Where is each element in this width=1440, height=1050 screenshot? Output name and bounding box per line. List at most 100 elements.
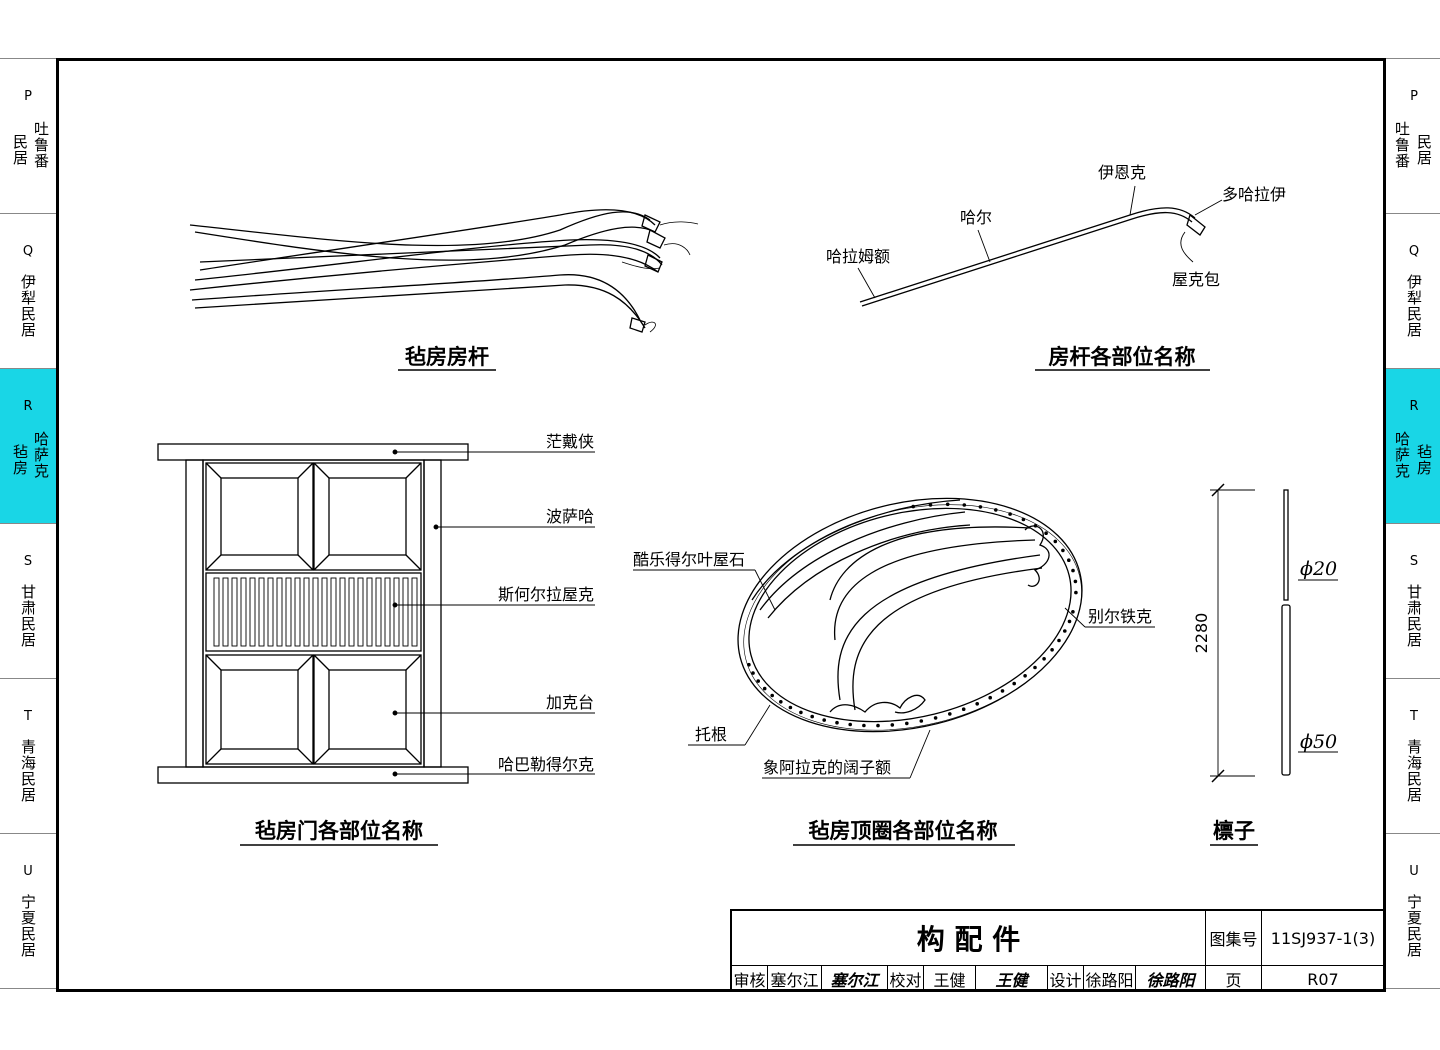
ring-rivet	[1042, 657, 1046, 661]
door-slat	[294, 577, 301, 647]
tab-letter: R	[1409, 399, 1419, 414]
atlas-label: 图集号	[1206, 911, 1262, 965]
ring-rivet	[762, 686, 767, 691]
ring-rivet	[1012, 681, 1016, 686]
ring-rivet	[1021, 517, 1026, 522]
tab-letter: P	[1410, 89, 1418, 104]
tab-letter: S	[1409, 554, 1419, 569]
tab-label: 青海民居	[1405, 739, 1423, 803]
door-slat	[285, 577, 292, 647]
designer-signature: 徐路阳	[1136, 966, 1206, 992]
ring-rivet	[945, 502, 950, 507]
tab-letter: R	[23, 399, 33, 414]
ring-rivet	[1057, 638, 1061, 643]
door-slat	[312, 577, 319, 647]
tab-label: 甘肃民居	[1405, 584, 1423, 648]
section-tab-q[interactable]: Q 伊犁民居	[0, 214, 56, 369]
tab-label: 青海民居	[19, 739, 37, 803]
label-kule: 酷乐得尔叶屋石	[633, 550, 745, 569]
ring-rivet	[810, 714, 814, 719]
ring-rivet	[978, 505, 983, 509]
checker-signature: 王健	[976, 966, 1048, 992]
pole-parts-drawing	[857, 185, 1223, 307]
review-label: 审核	[732, 966, 768, 992]
tab-label: 宁夏民居	[1405, 894, 1423, 958]
door-slat	[411, 577, 418, 647]
label-haer: 哈尔	[960, 208, 992, 227]
tab-letter: Q	[22, 244, 34, 259]
tab-letter: Q	[1408, 244, 1420, 259]
ring-rivet	[1071, 610, 1075, 614]
ring-rivet	[1008, 512, 1012, 516]
door-slat	[357, 577, 364, 647]
ring-rivet	[747, 662, 751, 667]
door-slat	[258, 577, 265, 647]
ring-rivet	[788, 705, 793, 710]
ring-rivet	[928, 503, 933, 507]
tab-label: 伊犁民居	[19, 274, 37, 338]
ring-rivet	[1033, 524, 1038, 528]
label-haba: 哈巴勒得尔克	[498, 755, 594, 774]
ring-rivet	[994, 508, 998, 512]
reviewer-signature: 塞尔江	[822, 966, 888, 992]
door-slat	[321, 577, 328, 647]
ring-rivet	[751, 671, 755, 675]
label-mangdaixia: 茫戴侠	[546, 432, 594, 451]
ring-rivet	[1000, 689, 1005, 693]
purlin-title: 檩子	[1213, 819, 1255, 843]
tab-label-a: 哈萨克	[1393, 431, 1411, 479]
door-slat	[384, 577, 391, 647]
door-slat	[303, 577, 310, 647]
tab-label-b: 民居	[1415, 134, 1433, 166]
section-tab-r[interactable]: R 哈萨克毡房	[1386, 369, 1440, 524]
tab-label-b: 吐鲁番	[32, 121, 50, 169]
ring-rivet	[905, 721, 909, 726]
purlin-diameter-bottom: ϕ50	[1300, 731, 1337, 753]
door-drawing	[157, 443, 595, 784]
pole-parts-title: 房杆各部位名称	[1049, 345, 1196, 369]
label-tuogen: 托根	[695, 725, 727, 744]
label-halamue: 哈拉姆额	[826, 247, 890, 266]
ring-rivet	[933, 716, 938, 720]
tab-label-b: 毡房	[1415, 444, 1433, 476]
door-slat	[240, 577, 247, 647]
door-title: 毡房门各部位名称	[254, 819, 423, 843]
ring-rivet	[1033, 665, 1037, 670]
ring-rivet	[1023, 674, 1027, 678]
check-label: 校对	[888, 966, 924, 992]
label-duohalayi: 多哈拉伊	[1222, 185, 1286, 204]
ring-rivet	[1067, 619, 1072, 624]
ring-rivet	[862, 723, 866, 728]
section-tab-q[interactable]: Q 伊犁民居	[1386, 214, 1440, 369]
ring-rivet	[1067, 558, 1071, 562]
label-wukebao: 屋克包	[1172, 270, 1220, 289]
door-slat	[366, 577, 373, 647]
label-yienke: 伊恩克	[1098, 163, 1146, 182]
ring-rivet	[911, 504, 915, 509]
ring-rivet	[876, 723, 880, 728]
ring-drawing	[633, 497, 1155, 779]
ring-rivet	[835, 720, 839, 725]
drawing-title: 构 配 件	[732, 911, 1206, 965]
tab-label: 伊犁民居	[1405, 274, 1423, 338]
tab-label-b: 哈萨克	[32, 431, 50, 479]
ring-rivet	[1050, 648, 1054, 652]
label-bosaha: 波萨哈	[546, 507, 594, 526]
label-xiang: 象阿拉克的阔子额	[763, 758, 891, 777]
ring-rivet	[988, 695, 992, 700]
atlas-number: 11SJ937-1(3)	[1270, 928, 1376, 948]
ring-rivet	[961, 707, 966, 711]
tab-letter: U	[23, 864, 33, 879]
section-tab-s[interactable]: S 甘肃民居	[1386, 524, 1440, 679]
purlin-drawing	[1210, 483, 1338, 783]
ring-rivet	[919, 719, 924, 723]
